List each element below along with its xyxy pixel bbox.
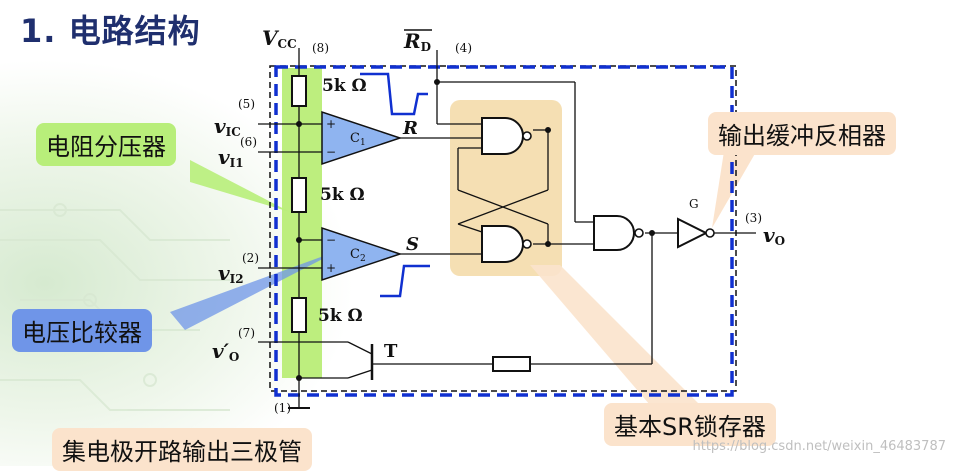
vo-prime-label: v′O: [212, 339, 239, 364]
callout-latch: 基本SR锁存器: [604, 403, 776, 446]
callout-comparator: 电压比较器: [12, 309, 152, 352]
comparator-c1: [321, 110, 403, 166]
resistor-3: [291, 297, 307, 333]
pin-7: (7): [238, 326, 255, 340]
callout-transistor: 集电极开路输出三极管: [52, 428, 312, 471]
watermark: https://blog.csdn.net/weixin_46483787: [692, 439, 946, 454]
nand-gate-output: [593, 215, 635, 251]
pulse-waveform-s: [380, 264, 430, 298]
c1-plus: +: [326, 117, 336, 131]
c1-label: C1: [350, 131, 366, 148]
outer-frame-black: [269, 65, 737, 392]
pin-1: (1): [274, 401, 291, 415]
c2-label: C2: [350, 247, 366, 264]
latch-band: [450, 100, 562, 276]
vi2-label: vI2: [218, 261, 244, 286]
transistor-label: T: [384, 341, 398, 362]
nand-top-bubble: [522, 131, 532, 141]
nand-bottom-bubble: [522, 239, 532, 249]
r-signal-label: R: [402, 118, 418, 139]
pulse-waveform-r: [360, 72, 428, 116]
resistor-3-label: 5k Ω: [318, 306, 363, 326]
c2-plus: +: [326, 261, 336, 275]
callout-divider: 电阻分压器: [36, 123, 176, 166]
divider-pointer: [190, 160, 290, 212]
resistor-2: [291, 177, 307, 213]
vo-label: vO: [763, 223, 785, 248]
rd-label: RD: [403, 29, 431, 54]
resistor-1-label: 5k Ω: [322, 76, 367, 96]
c2-minus: −: [326, 233, 336, 247]
buffer-pointer: [712, 145, 760, 228]
vcc-label: VCC: [262, 26, 297, 51]
vi1-label: vI1: [218, 145, 244, 170]
comparator-c2: [321, 226, 403, 282]
buffer-inverter: [677, 217, 709, 249]
pin-8: (8): [312, 41, 329, 55]
nand-output-bubble: [634, 228, 644, 238]
buffer-bubble: [705, 228, 715, 238]
pin-3: (3): [745, 211, 762, 225]
c1-minus: −: [326, 145, 336, 159]
pin-2: (2): [242, 251, 259, 265]
pin-5: (5): [238, 97, 255, 111]
resistor-feedback: [492, 356, 531, 372]
resistor-2-label: 5k Ω: [320, 185, 365, 205]
pin-6: (6): [240, 135, 257, 149]
page-title: 1. 电路结构: [20, 12, 201, 50]
resistor-1: [291, 75, 307, 107]
callout-buffer: 输出缓冲反相器: [708, 112, 896, 155]
gate-g-label: G: [689, 197, 699, 211]
latch-pointer: [530, 265, 700, 405]
s-signal-label: S: [406, 234, 419, 255]
pin-4: (4): [455, 41, 472, 55]
outer-frame-blue: [274, 65, 734, 397]
comparator-pointer: [170, 250, 340, 330]
vic-label: vIC: [214, 114, 241, 139]
